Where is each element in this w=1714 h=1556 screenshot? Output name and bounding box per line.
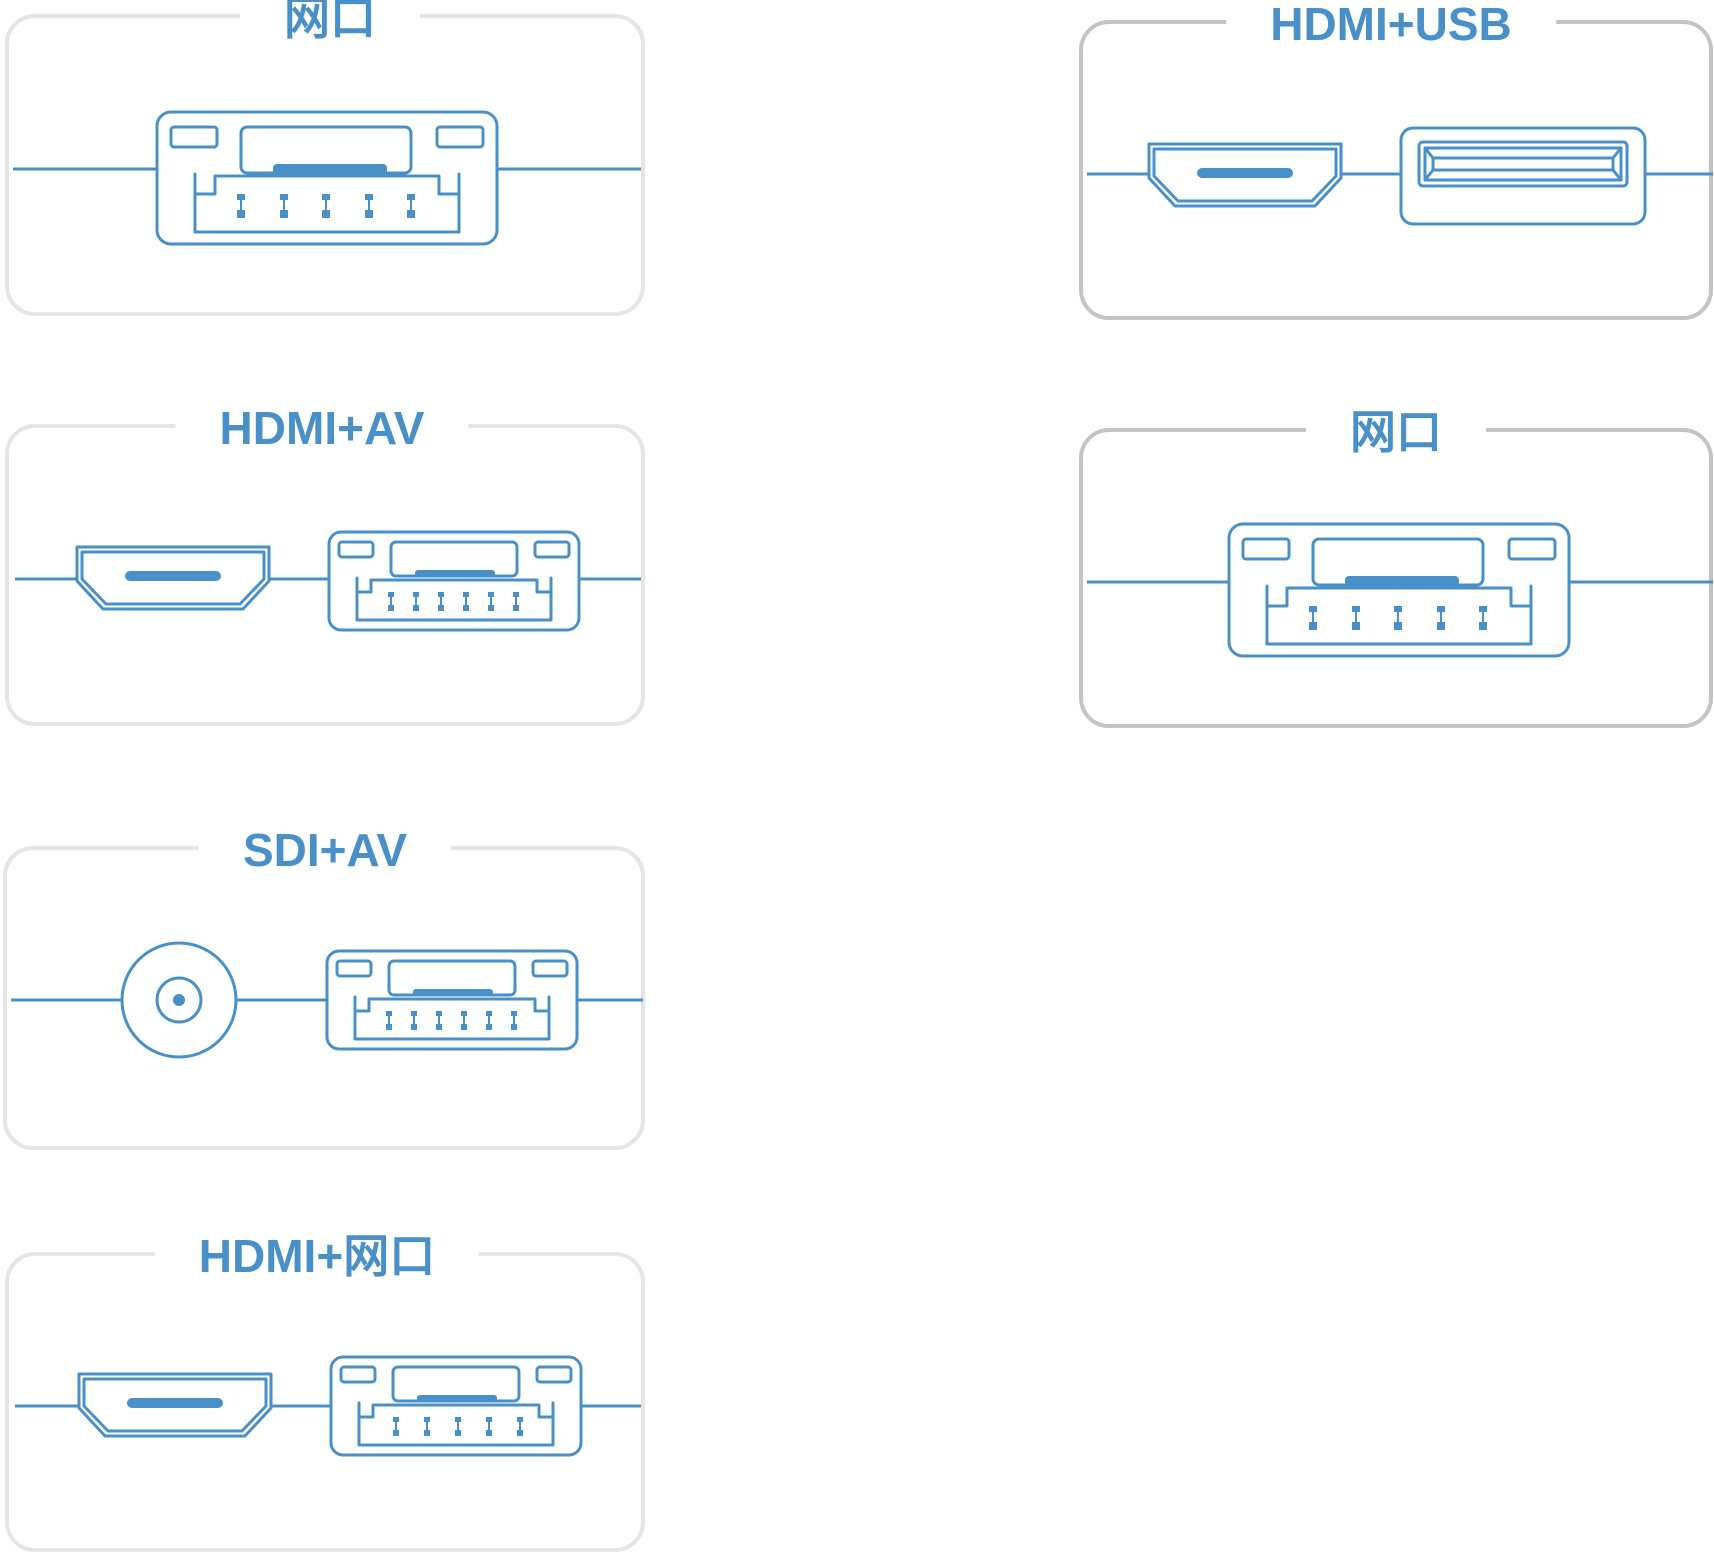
usb-port-icon — [1399, 126, 1647, 226]
hdmi-port-icon — [77, 1372, 273, 1438]
ethernet-port-icon — [327, 530, 581, 632]
connector-diagram — [1087, 126, 1713, 226]
card-title: HDMI+网口 — [154, 1228, 480, 1284]
card-title: 网口 — [240, 0, 420, 46]
card-title: HDMI+AV — [175, 400, 469, 456]
ethernet-port-icon — [1227, 522, 1571, 658]
ethernet-pins — [1309, 606, 1487, 630]
ethernet-port-icon — [155, 110, 499, 246]
hdmi-port-icon — [1147, 142, 1343, 208]
connector-diagram — [1087, 522, 1713, 658]
ethernet-pins — [388, 592, 519, 611]
ethernet-pins — [393, 1417, 523, 1436]
ethernet-port-icon — [325, 949, 579, 1051]
ethernet-pins — [237, 194, 415, 218]
connector-diagram — [13, 110, 641, 246]
hdmi-port-icon — [75, 545, 271, 611]
card-title: 网口 — [1306, 404, 1486, 460]
sdi-port-icon — [120, 941, 238, 1059]
card-hdmi-ethernet: HDMI+网口 — [5, 1228, 645, 1552]
card-title: SDI+AV — [198, 822, 452, 878]
card-sdi-av: SDI+AV — [3, 822, 645, 1150]
card-title: HDMI+USB — [1226, 0, 1556, 52]
connector-diagram — [11, 941, 643, 1059]
connector-diagram — [15, 1355, 641, 1457]
card-hdmi-usb: HDMI+USB — [1079, 0, 1713, 320]
connector-diagram — [15, 530, 641, 632]
card-hdmi-av: HDMI+AV — [5, 400, 645, 726]
card-ethernet-2: 网口 — [1079, 404, 1713, 728]
card-ethernet-1: 网口 — [5, 0, 645, 316]
ethernet-pins — [386, 1011, 517, 1030]
ethernet-port-icon — [329, 1355, 583, 1457]
